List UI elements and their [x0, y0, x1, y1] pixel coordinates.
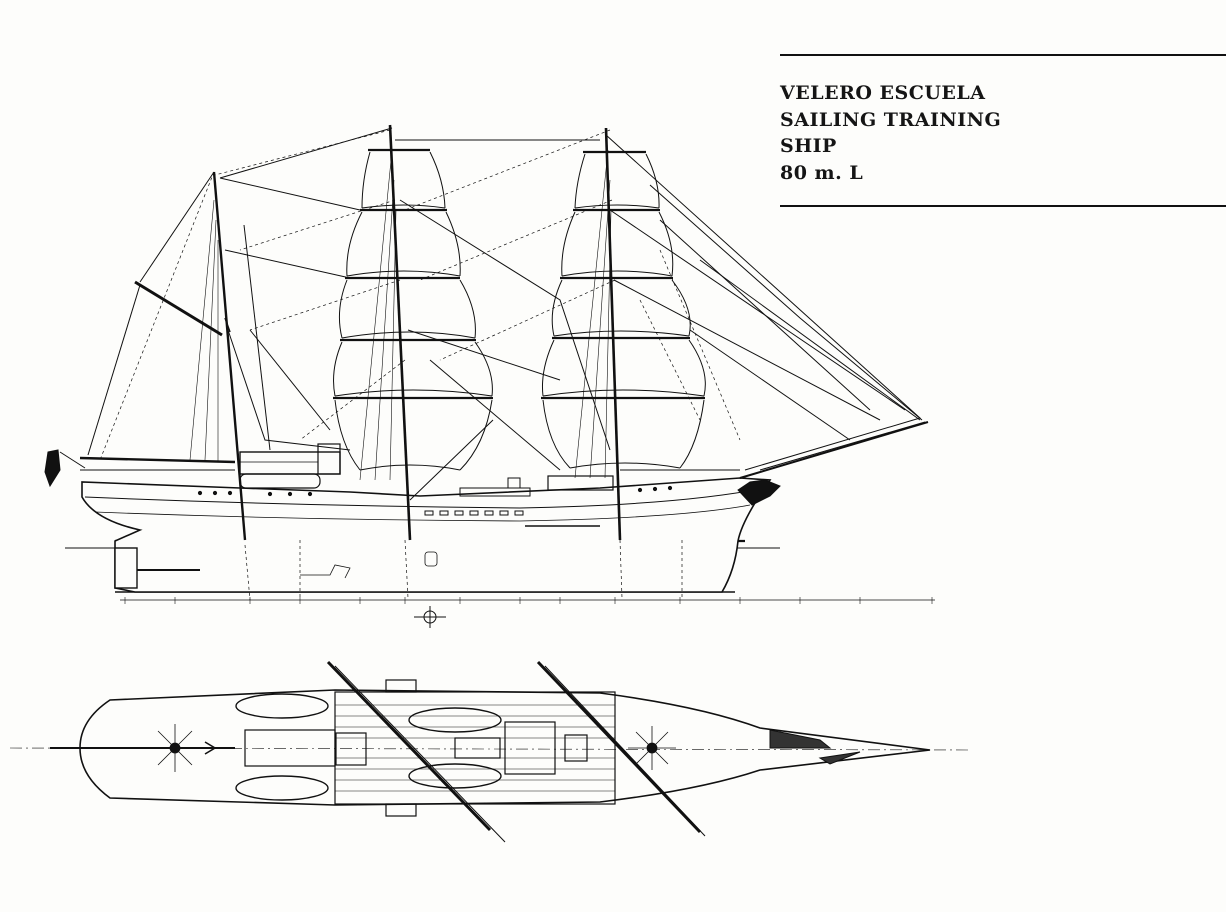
- plan-yards: [326, 660, 702, 834]
- title-line-4: 80 m. L: [780, 161, 864, 184]
- fore-and-aft-sails: [87, 127, 923, 501]
- rigging: [99, 129, 741, 601]
- compass-mark: [414, 606, 446, 628]
- deckhouses: [44, 443, 781, 506]
- ship-plan: [9, 660, 971, 843]
- shrouds: [189, 149, 612, 481]
- title-line-1: VELERO ESCUELA: [780, 82, 986, 104]
- title-line-3: SHIP: [780, 135, 837, 157]
- title-line-2: SAILING TRAINING: [780, 108, 1002, 131]
- yards: [333, 148, 705, 400]
- plan-yards-thin: [334, 665, 706, 843]
- deck-planks: [335, 704, 615, 792]
- title-block: VELERO ESCUELA SAILING TRAINING SHIP 80 …: [780, 54, 1226, 207]
- lifeboats: [235, 693, 502, 801]
- bow-detail: [50, 729, 861, 765]
- masts: [134, 124, 929, 541]
- title-lines: VELERO ESCUELA SAILING TRAINING SHIP 80 …: [780, 80, 1001, 186]
- plan-deckhouses: [244, 679, 588, 817]
- hull: [81, 477, 772, 593]
- square-sails: [333, 151, 706, 471]
- ship-profile: [44, 124, 935, 628]
